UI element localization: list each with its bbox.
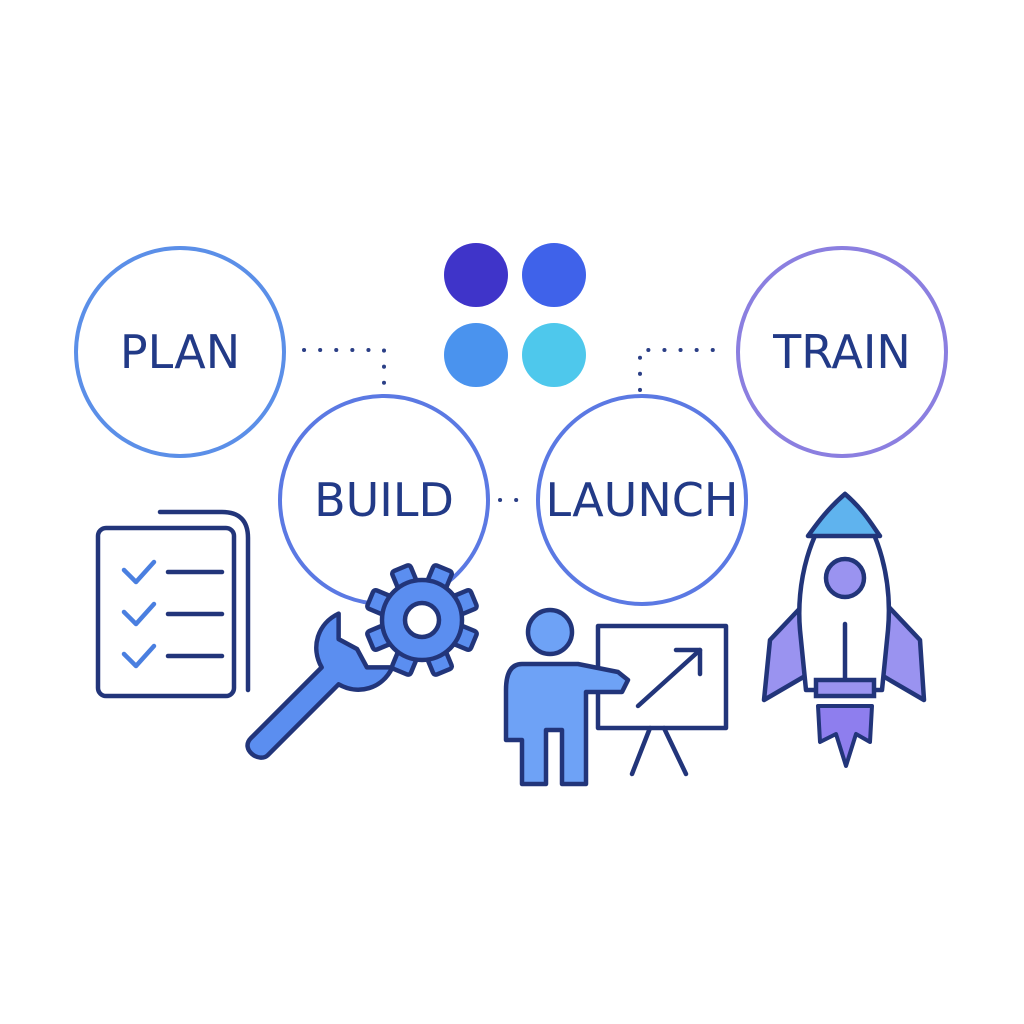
presenter-head	[525, 607, 575, 657]
stage-circle-train	[736, 246, 948, 458]
trend-arrow-line	[635, 647, 703, 709]
rocket-nozzle	[813, 677, 877, 699]
presenter-body	[503, 661, 631, 787]
rocket-flame	[816, 704, 874, 768]
stage-circle-plan	[74, 246, 286, 458]
stage-label-build: BUILD	[314, 473, 454, 527]
logo-dot-3	[444, 323, 508, 387]
stage-label-plan: PLAN	[120, 325, 240, 379]
stage-launch: LAUNCH	[536, 394, 748, 606]
stage-build: BUILD	[278, 394, 490, 606]
stage-circle-launch	[536, 394, 748, 606]
stage-label-launch: LAUNCH	[546, 473, 739, 527]
presenter-icon	[503, 607, 729, 787]
gear-hole	[402, 600, 442, 640]
connector-plan-build	[302, 348, 386, 394]
trend-arrow-head	[673, 647, 703, 677]
rocket-nose	[805, 491, 883, 539]
rocket-icon	[761, 491, 927, 768]
logo-dot-1	[444, 243, 508, 307]
logo-dots	[444, 243, 586, 387]
gear-icon	[365, 563, 479, 677]
wrench-shape	[245, 611, 395, 760]
checklist-icon	[95, 509, 251, 699]
stage-plan: PLAN	[74, 246, 286, 458]
stage-label-train: TRAIN	[772, 325, 911, 379]
connectors	[302, 348, 720, 502]
wrench-icon	[245, 611, 395, 760]
logo-dot-4	[522, 323, 586, 387]
rocket-window	[823, 556, 867, 600]
connector-launch-train	[638, 348, 720, 392]
stage-train: TRAIN	[736, 246, 948, 458]
logo-dot-2	[522, 243, 586, 307]
checklist-sheet	[95, 525, 237, 699]
